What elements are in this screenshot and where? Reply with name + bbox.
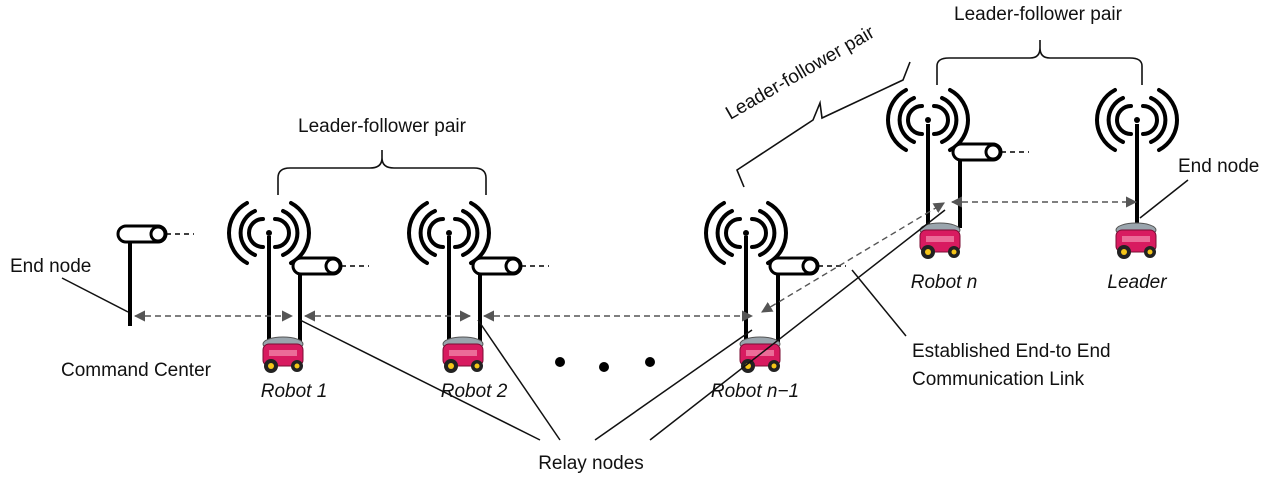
robot-n-label: Robot n [911, 272, 978, 293]
robot-1-node [227, 201, 371, 374]
pair-brace-3 [936, 40, 1143, 85]
relay-pointer-1 [299, 319, 541, 441]
pair-label-3: Leader-follower pair [954, 4, 1123, 25]
robot-2-label: Robot 2 [441, 381, 508, 402]
end-node-right-label: End node [1178, 156, 1259, 177]
pan-tilt-camera-icon [116, 224, 196, 244]
end-node-left-pointer [61, 277, 129, 313]
link-label-line-1: Established End-to End [912, 341, 1111, 362]
ellipsis-dots [555, 357, 655, 372]
end-node-left-label: End node [10, 256, 91, 277]
leader-node [1095, 88, 1179, 260]
end-node-right-pointer [1139, 179, 1189, 219]
comm-link-segment [761, 202, 945, 313]
command-center-label: Command Center [61, 360, 212, 381]
pan-tilt-camera-icon [471, 256, 551, 276]
pair-brace-1 [277, 150, 487, 195]
robot-icon [919, 222, 961, 260]
relay-pointer-3 [594, 329, 753, 441]
leader-label: Leader [1107, 272, 1167, 293]
relay-pointer-2 [477, 319, 561, 441]
pair-label-1: Leader-follower pair [298, 116, 467, 137]
relay-pointer-4 [649, 209, 946, 441]
robot-icon [262, 336, 304, 374]
pan-tilt-camera-icon [951, 142, 1031, 162]
pair-label-2: Leader-follower pair [722, 22, 879, 124]
robot-1-label: Robot 1 [261, 381, 328, 402]
link-pointer [851, 269, 907, 337]
pair-brace-2 [736, 61, 911, 188]
robot-icon [1115, 222, 1157, 260]
command-center-node [116, 224, 196, 326]
robot-icon [442, 336, 484, 374]
relay-nodes-label: Relay nodes [538, 453, 644, 474]
link-label-line-2: Communication Link [912, 369, 1085, 390]
robot-2-node [407, 201, 551, 374]
robot-n-minus-1-label: Robot n−1 [711, 381, 799, 402]
robot-n-node [886, 88, 1031, 260]
pan-tilt-camera-icon [291, 256, 371, 276]
pan-tilt-camera-icon [768, 256, 848, 276]
